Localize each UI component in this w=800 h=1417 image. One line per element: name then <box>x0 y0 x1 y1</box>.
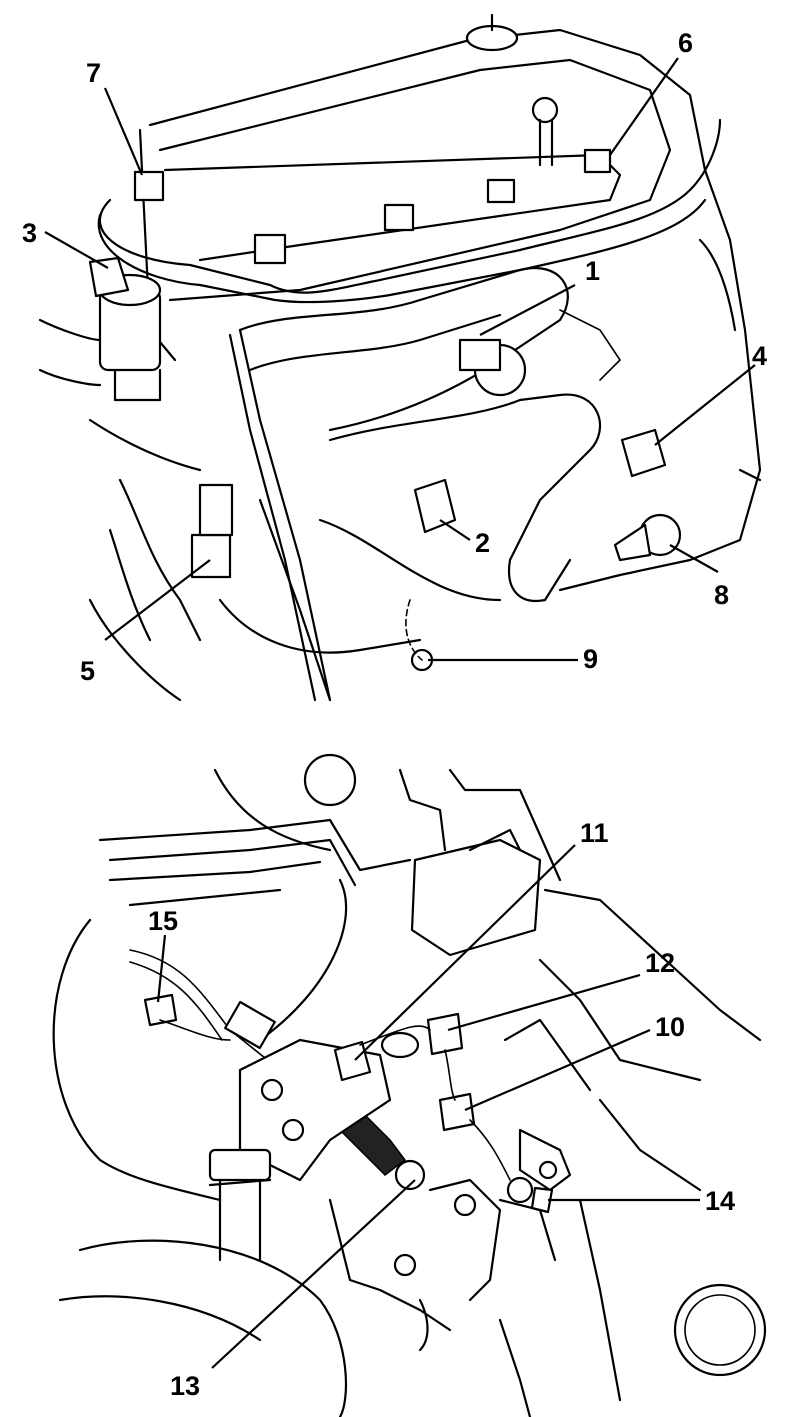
callout-10: 10 <box>655 1012 685 1042</box>
callout-4: 4 <box>752 341 767 371</box>
callout-8: 8 <box>714 580 729 610</box>
callout-13: 13 <box>170 1371 200 1401</box>
top-leaders <box>44 57 756 662</box>
callout-12: 12 <box>645 948 675 978</box>
callout-5: 5 <box>80 656 95 686</box>
callout-11: 11 <box>580 818 609 848</box>
module-block <box>410 838 542 957</box>
callout-1: 1 <box>585 256 600 286</box>
bottom-leaders <box>156 844 700 1369</box>
callout-15: 15 <box>148 906 178 936</box>
connector-12-icon <box>426 1012 464 1056</box>
injector-connector-icon <box>253 233 287 265</box>
intake-tube <box>238 267 569 432</box>
callout-6: 6 <box>678 28 693 58</box>
wiring-harness <box>98 118 722 294</box>
callout-2: 2 <box>475 528 490 558</box>
connector-4-icon <box>620 428 667 478</box>
callout-3: 3 <box>22 218 37 248</box>
valve-cover-edge <box>158 58 672 302</box>
engine-top-illustration <box>38 13 762 702</box>
dipstick-ring-icon <box>531 96 559 124</box>
callout-9: 9 <box>583 644 598 674</box>
iac-connector-icon <box>88 256 130 298</box>
cylinder-head-outline <box>148 28 762 592</box>
callout-7: 7 <box>86 58 101 88</box>
connector-14-icon <box>530 1186 554 1214</box>
callout-14: 14 <box>705 1186 735 1216</box>
connector-2-icon <box>413 478 457 534</box>
transmission-bottom-illustration <box>52 753 767 1417</box>
connector-10-icon <box>438 1092 476 1132</box>
connector-11-icon <box>333 1040 372 1082</box>
range-switch-lever <box>518 1128 572 1192</box>
round-plug-icon <box>673 1283 767 1377</box>
connector-15-icon <box>143 993 178 1027</box>
